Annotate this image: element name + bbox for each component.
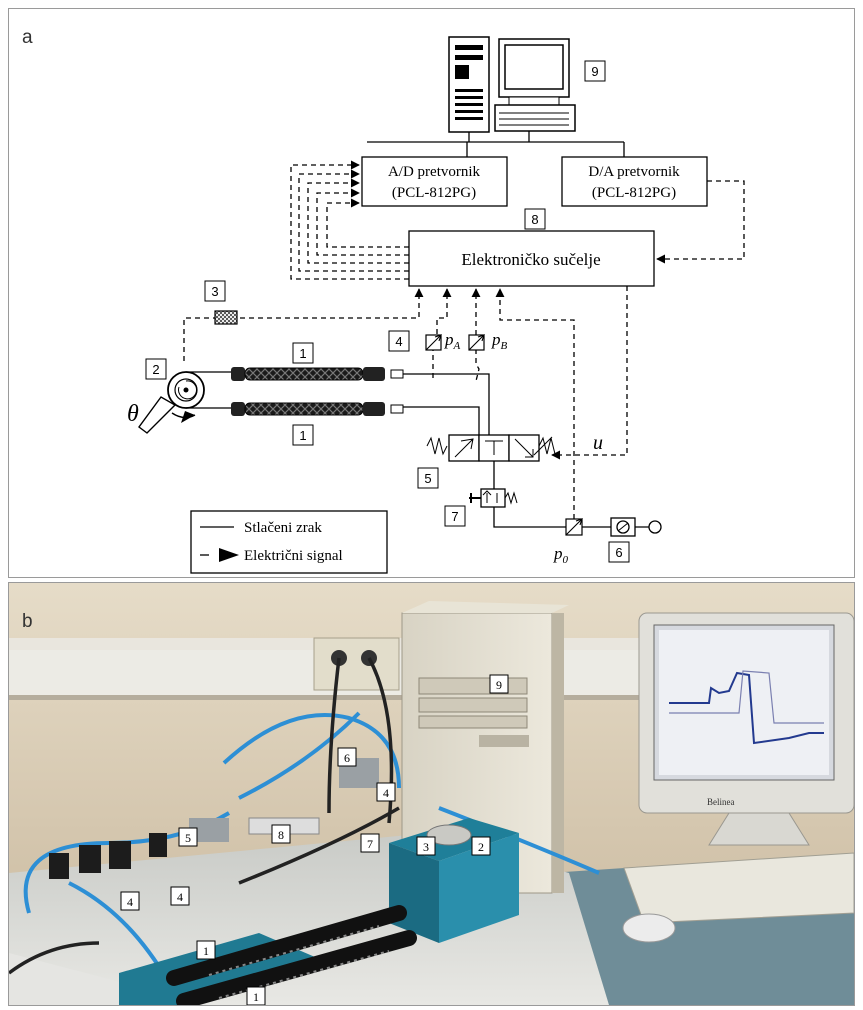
proportional-valve-icon xyxy=(427,435,555,461)
callout-3: 3 xyxy=(423,840,429,854)
callout-5: 5 xyxy=(185,831,191,845)
monitor-brand: Belinea xyxy=(707,797,735,807)
callout-4-left: 4 xyxy=(127,895,133,909)
callout-7: 7 xyxy=(367,837,373,851)
label-4: 4 xyxy=(395,334,402,349)
schematic-diagram: 9 A/D pretvornik (PCL-812PG) D/A pretvor… xyxy=(9,9,854,577)
label-8: 8 xyxy=(531,212,538,227)
muscle-upper-icon xyxy=(231,367,403,381)
da-converter-model: (PCL-812PG) xyxy=(592,185,676,201)
pressure-sensor-a-icon xyxy=(426,335,441,350)
pressure-sensor-0-icon xyxy=(566,519,582,535)
angle-sensor-icon xyxy=(215,311,237,324)
callout-6: 6 xyxy=(344,751,350,765)
label-2: 2 xyxy=(152,362,159,377)
callout-1-lower: 1 xyxy=(253,990,259,1004)
theta-label: θ xyxy=(127,401,139,427)
muscle-lower-icon xyxy=(231,402,403,416)
ad-converter-title: A/D pretvornik xyxy=(388,164,481,180)
label-9: 9 xyxy=(591,64,598,79)
pressure-b-label: pB xyxy=(491,330,508,352)
rotary-joint-icon xyxy=(139,372,204,433)
callout-9: 9 xyxy=(496,678,502,692)
label-7: 7 xyxy=(451,509,458,524)
electronic-interface-label: Elektroničko sučelje xyxy=(461,250,600,269)
pressure-0-label: p0 xyxy=(553,544,569,566)
label-1-lower: 1 xyxy=(299,428,306,443)
callout-1-upper: 1 xyxy=(203,944,209,958)
signal-u-label: u xyxy=(593,432,603,454)
legend-compressed-air: Stlačeni zrak xyxy=(244,520,322,536)
panel-a-schematic: a xyxy=(8,8,855,578)
panel-b-photo: Belinea xyxy=(8,582,855,1006)
da-converter-title: D/A pretvornik xyxy=(588,164,680,180)
lab-setup-photo: Belinea xyxy=(9,583,854,1005)
callout-2: 2 xyxy=(478,840,484,854)
legend-electric-signal: Električni signal xyxy=(244,548,343,564)
callout-4-upper: 4 xyxy=(383,786,389,800)
ad-converter-model: (PCL-812PG) xyxy=(392,185,476,201)
pressure-a-label: pA xyxy=(444,330,461,352)
panel-b-label: b xyxy=(22,611,33,633)
label-5: 5 xyxy=(424,471,431,486)
panel-a-label: a xyxy=(22,27,33,49)
label-6: 6 xyxy=(615,545,622,560)
pressure-sensor-b-icon xyxy=(469,335,484,350)
computer-icon xyxy=(449,37,575,132)
callout-4-mid: 4 xyxy=(177,890,183,904)
callout-8: 8 xyxy=(278,828,284,842)
label-1-upper: 1 xyxy=(299,346,306,361)
label-3: 3 xyxy=(211,284,218,299)
relief-valve-icon xyxy=(469,489,517,507)
legend: Stlačeni zrak Električni signal xyxy=(191,511,387,573)
